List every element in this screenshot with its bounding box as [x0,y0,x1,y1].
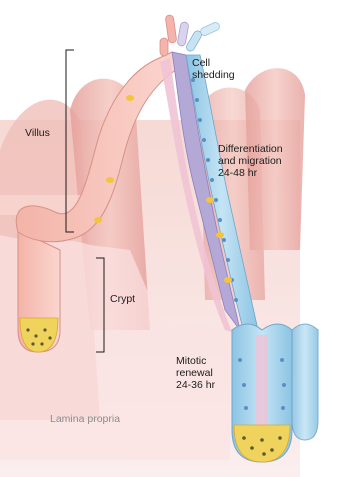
lamina-propria-label: Lamina propria [50,413,120,425]
shedding-cells [160,15,221,56]
right-crypt [232,324,318,462]
cell-shedding-label: Cell shedding [192,57,235,81]
differentiation-migration-label: Differentiation and migration 24-48 hr [218,143,283,179]
villus-label: Villus [25,127,50,139]
left-crypt [18,230,60,352]
mitotic-renewal-label: Mitotic renewal 24-36 hr [176,355,215,391]
crypt-label: Crypt [110,293,135,305]
